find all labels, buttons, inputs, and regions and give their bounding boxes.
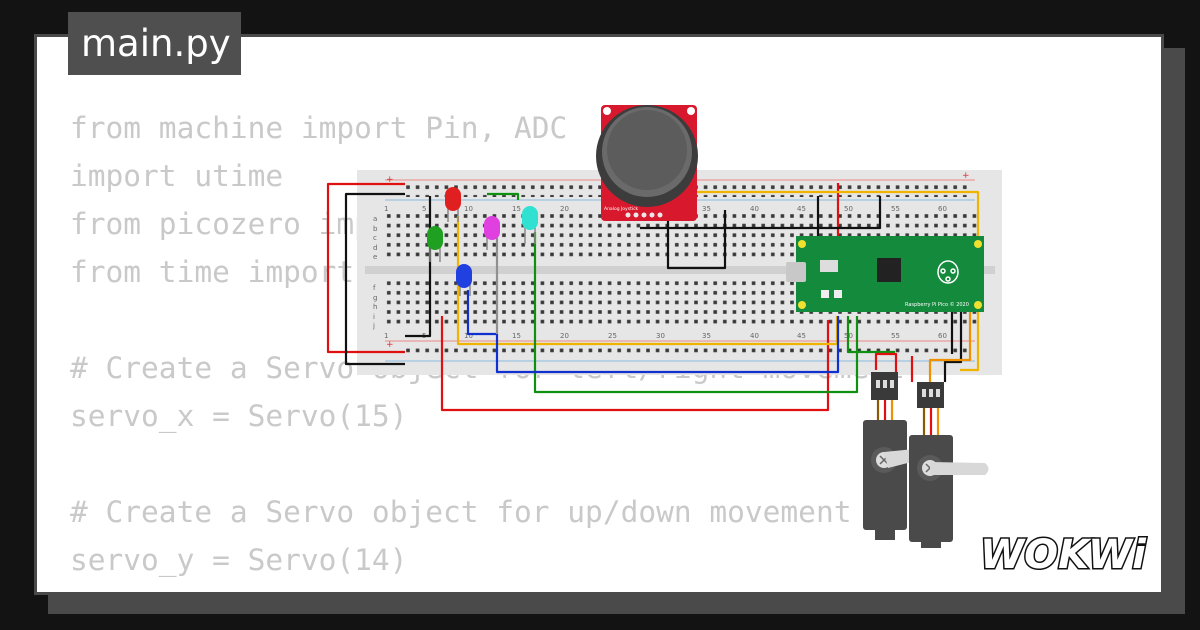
wire-black [943, 310, 963, 382]
pico-label: Raspberry Pi Pico © 2020 [905, 301, 969, 308]
servo-y[interactable] [909, 435, 989, 548]
svg-text:+: + [386, 340, 394, 350]
column-label: 10 [464, 205, 473, 213]
row-label: h [373, 303, 377, 311]
wire-black [344, 192, 405, 366]
column-label: 40 [750, 205, 759, 213]
row-label: e [373, 253, 377, 261]
column-label: 5 [422, 205, 426, 213]
raspberry-pi-pico[interactable]: Raspberry Pi Pico © 2020 [786, 236, 984, 312]
svg-text:WOKWi: WOKWi [980, 532, 1147, 578]
column-label: 25 [608, 332, 617, 340]
column-label: 40 [750, 332, 759, 340]
column-label: 60 [938, 205, 947, 213]
file-tab[interactable]: main.py [68, 12, 241, 75]
row-label: c [373, 234, 377, 242]
led-green[interactable] [427, 226, 443, 262]
column-label: 35 [702, 332, 711, 340]
wire-red [440, 316, 830, 412]
row-label: i [373, 313, 375, 321]
led-blue[interactable] [456, 264, 472, 296]
row-label: d [373, 244, 377, 252]
led-red[interactable] [445, 187, 461, 222]
column-label: 30 [656, 332, 665, 340]
code-line: servo_y = Servo(14) [70, 543, 408, 577]
joystick-label: Analog Joystick [604, 206, 639, 212]
wire-black [666, 210, 727, 270]
row-label: f [373, 284, 376, 292]
code-line: # Create a Servo object for up/down move… [70, 495, 852, 529]
wires [326, 182, 980, 412]
led-cyan[interactable] [522, 206, 538, 244]
wire-green [533, 232, 859, 394]
column-label: 1 [384, 205, 388, 213]
led-magenta[interactable] [484, 216, 500, 250]
svg-text:+: + [962, 171, 970, 181]
wire-orange [928, 312, 972, 382]
code-line: import utime [70, 159, 284, 193]
joystick[interactable]: Analog Joystick [596, 105, 698, 221]
column-label: 55 [891, 205, 900, 213]
column-label: 15 [512, 332, 521, 340]
column-label: 10 [464, 332, 473, 340]
row-label: b [373, 225, 378, 233]
column-label: 50 [844, 205, 853, 213]
column-label: 1 [384, 332, 388, 340]
wire-green [487, 192, 520, 200]
column-label: 45 [797, 205, 806, 213]
code-line: from machine import Pin, ADC [70, 111, 568, 145]
row-label: g [373, 294, 377, 302]
column-label: 20 [560, 205, 569, 213]
row-label: j [372, 322, 375, 330]
column-label: 15 [512, 205, 521, 213]
wire-red [874, 352, 898, 372]
servo-connector [871, 372, 944, 408]
wire-red [326, 182, 405, 354]
column-label: 55 [891, 332, 900, 340]
column-label: 20 [560, 332, 569, 340]
column-label: 45 [797, 332, 806, 340]
wire-green [846, 316, 895, 354]
row-label: a [373, 215, 377, 223]
column-label: 60 [938, 332, 947, 340]
code-line: servo_x = Servo(15) [70, 399, 408, 433]
wire-black [640, 196, 882, 230]
svg-text:+: + [386, 175, 394, 185]
wire-blue [466, 290, 840, 374]
column-label: 35 [702, 205, 711, 213]
wokwi-logo: WOKWi [979, 531, 1149, 579]
